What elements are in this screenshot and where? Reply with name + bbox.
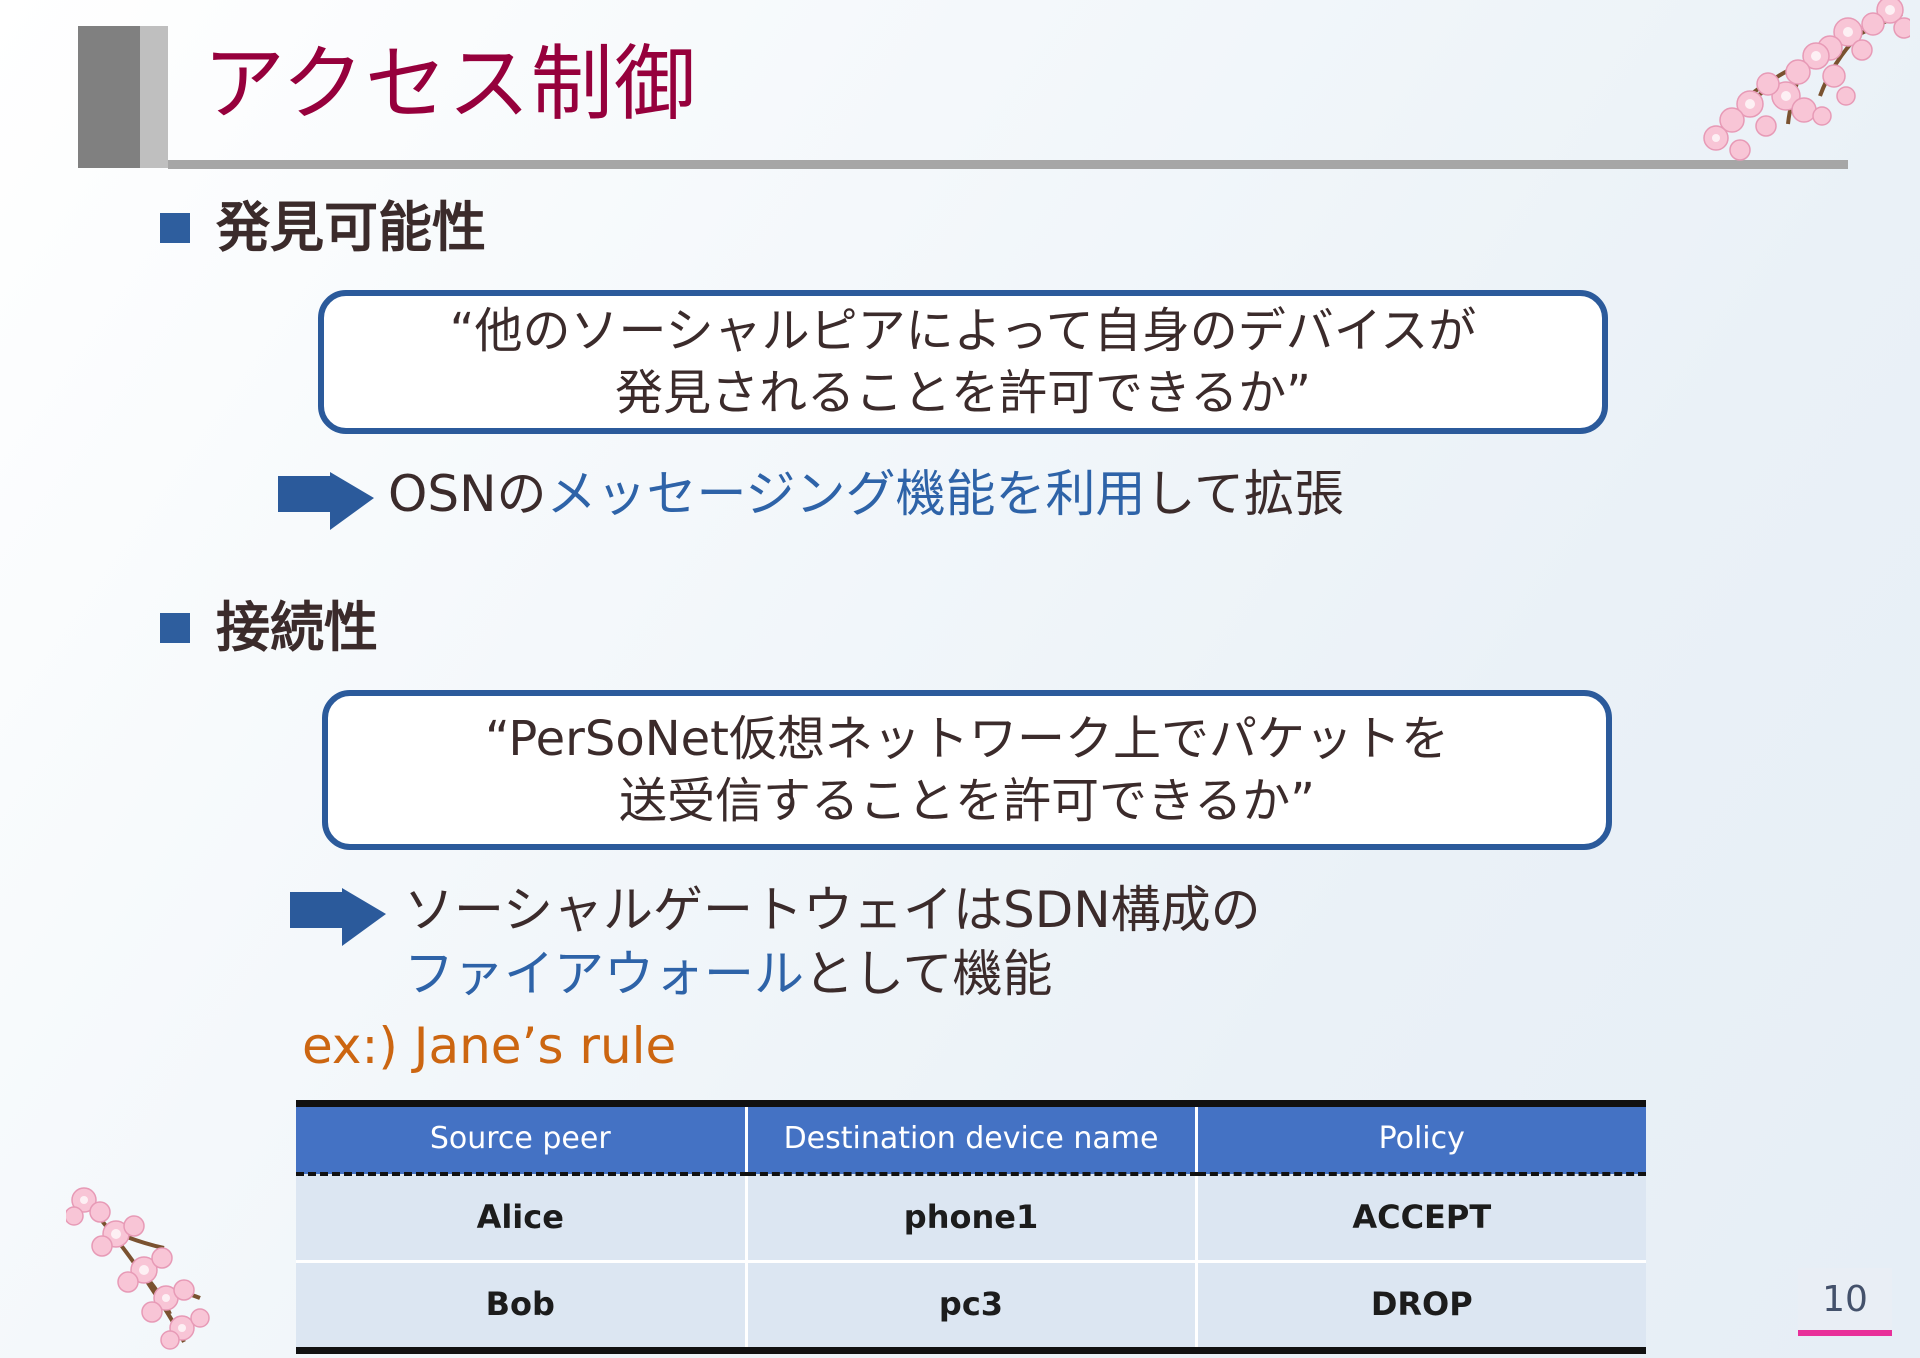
bullet-label-discoverability: 発見可能性 bbox=[216, 196, 486, 259]
cell-destination-device: pc3 bbox=[746, 1261, 1198, 1351]
cell-destination-device: phone1 bbox=[746, 1174, 1198, 1263]
annotation-discoverability: OSNのメッセージング機能を利用して拡張 bbox=[388, 462, 1344, 526]
table-row: Alice phone1 ACCEPT bbox=[296, 1174, 1646, 1263]
title-accent-bar-light bbox=[140, 26, 168, 168]
bullet-section-discoverability: 発見可能性 bbox=[160, 198, 486, 257]
annotation-suffix: として機能 bbox=[804, 945, 1053, 1003]
title-underline bbox=[168, 160, 1848, 169]
right-arrow-icon bbox=[278, 472, 374, 530]
column-header-source-peer: Source peer bbox=[296, 1103, 748, 1176]
annotation-connectivity: ソーシャルゲートウェイはSDN構成の ファイアウォールとして機能 bbox=[404, 878, 1261, 1006]
column-header-destination-device: Destination device name bbox=[746, 1103, 1198, 1176]
cell-source-peer: Bob bbox=[296, 1261, 748, 1351]
cherry-blossom-icon bbox=[1703, 0, 1910, 161]
bullet-label-connectivity: 接続性 bbox=[216, 596, 378, 659]
quote-box-discoverability: “他のソーシャルピアによって自身のデバイスが 発見されることを許可できるか” bbox=[318, 290, 1608, 434]
annotation-line-1: ソーシャルゲートウェイはSDN構成の bbox=[404, 881, 1261, 939]
quote-line-1: “PerSoNet仮想ネットワーク上でパケットを bbox=[485, 711, 1449, 767]
quote-line-1: “他のソーシャルピアによって自身のデバイスが bbox=[449, 303, 1477, 359]
bullet-section-connectivity: 接続性 bbox=[160, 598, 378, 657]
column-header-policy: Policy bbox=[1196, 1103, 1646, 1176]
cell-policy: ACCEPT bbox=[1196, 1174, 1646, 1263]
quote-line-2: 発見されることを許可できるか” bbox=[615, 365, 1311, 421]
annotation-highlight: ファイアウォール bbox=[404, 945, 804, 1003]
annotation-prefix: OSNの bbox=[388, 465, 547, 523]
title-accent-bar-dark bbox=[78, 26, 140, 168]
cell-source-peer: Alice bbox=[296, 1174, 748, 1263]
square-bullet-icon bbox=[160, 612, 190, 643]
example-label: ex:) Jane’s rule bbox=[302, 1017, 677, 1075]
page-number-badge: 10 bbox=[1798, 1268, 1892, 1336]
annotation-line-2: ファイアウォールとして機能 bbox=[404, 942, 1261, 1006]
quote-box-connectivity: “PerSoNet仮想ネットワーク上でパケットを 送受信することを許可できるか” bbox=[322, 690, 1612, 850]
table-row: Bob pc3 DROP bbox=[296, 1261, 1646, 1351]
right-arrow-icon bbox=[290, 888, 386, 946]
cherry-blossom-icon bbox=[66, 1187, 210, 1350]
rule-table: Source peer Destination device name Poli… bbox=[296, 1100, 1646, 1354]
page-number-text: 10 bbox=[1822, 1278, 1868, 1320]
cell-policy: DROP bbox=[1196, 1261, 1646, 1351]
page-title: アクセス制御 bbox=[203, 37, 697, 132]
table-header-row: Source peer Destination device name Poli… bbox=[296, 1103, 1646, 1176]
annotation-suffix: して拡張 bbox=[1145, 465, 1345, 523]
square-bullet-icon bbox=[160, 212, 190, 243]
annotation-highlight: メッセージング機能を利用 bbox=[546, 465, 1146, 523]
quote-line-2: 送受信することを許可できるか” bbox=[619, 773, 1315, 829]
